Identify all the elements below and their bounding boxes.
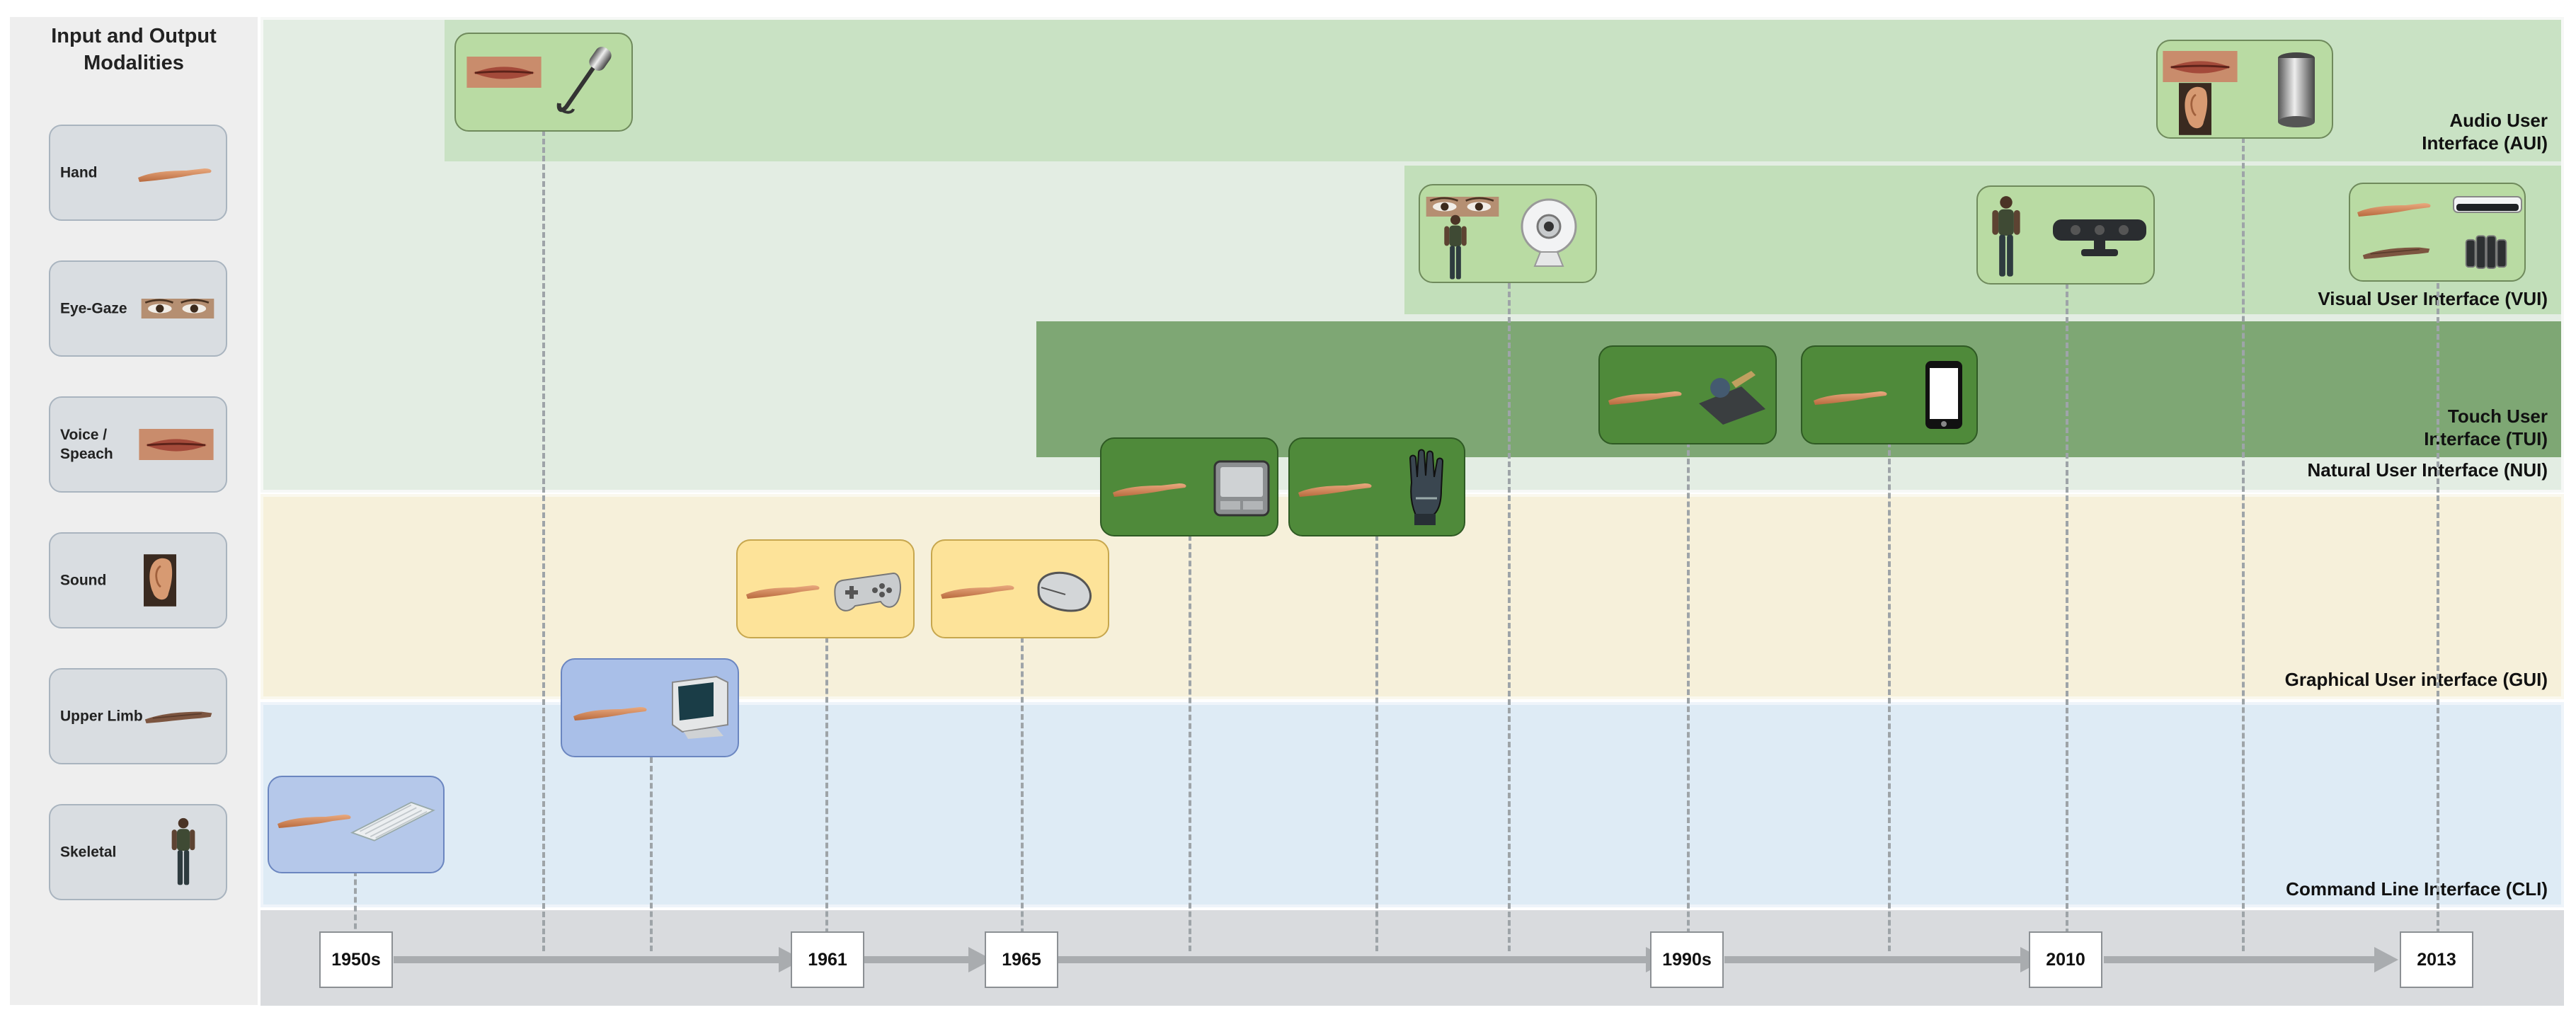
- card-tui-smartphone: [1801, 345, 1978, 444]
- guide-line: [1021, 637, 1024, 951]
- guide-line: [354, 871, 357, 955]
- card-gui-gamepad: [736, 539, 915, 638]
- leap-controller-icon: [2452, 194, 2523, 215]
- eye-icon: [141, 299, 214, 318]
- year-2010: 2010: [2029, 931, 2102, 988]
- skeleton-icon: [169, 815, 198, 889]
- modality-label: Upper Limb: [60, 708, 143, 725]
- upper-limb-icon: [144, 708, 214, 725]
- stylus-tablet-icon: [1692, 368, 1770, 425]
- card-aui-microphone: [454, 33, 633, 132]
- band-label-aui: Audio User Interface (AUI): [2422, 110, 2548, 154]
- modality-eye-gaze: Eye-Gaze: [49, 260, 227, 357]
- guide-line: [1687, 442, 1690, 951]
- guide-line: [542, 130, 545, 951]
- keyboard-icon: [345, 796, 437, 842]
- hand-icon: [939, 579, 1017, 600]
- timeline-arrow: [1058, 956, 1647, 963]
- microphone-icon: [555, 44, 619, 122]
- guide-line: [1375, 535, 1378, 951]
- hand-icon: [745, 579, 823, 600]
- guide-line: [825, 637, 828, 951]
- band-label-cli: Command Line Interface (CLI): [2286, 878, 2548, 900]
- modality-label: Sound: [60, 572, 107, 589]
- guide-line: [1508, 283, 1511, 951]
- timeline-arrow: [864, 956, 970, 963]
- upper-limb-icon: [2362, 243, 2432, 260]
- myo-armband-icon: [2463, 231, 2509, 276]
- modality-label: Hand: [60, 164, 98, 181]
- timeline-arrow: [1724, 956, 2022, 963]
- card-nui-glove: [1288, 437, 1465, 536]
- hand-icon: [1607, 385, 1685, 406]
- card-vui-webcam: [1419, 184, 1597, 283]
- modality-voice: Voice / Speach: [49, 396, 227, 493]
- hand-icon: [1111, 477, 1189, 498]
- modality-sound: Sound: [49, 532, 227, 628]
- hand-icon: [2356, 197, 2434, 218]
- webcam-icon: [1513, 195, 1584, 273]
- skeleton-icon: [1989, 194, 2023, 280]
- card-gui-monitor: [561, 658, 739, 757]
- year-1965: 1965: [985, 931, 1058, 988]
- mouth-icon: [138, 429, 214, 460]
- guide-line: [1189, 535, 1191, 951]
- card-aui-speaker: [2156, 40, 2333, 139]
- year-1990s: 1990s: [1650, 931, 1724, 988]
- guide-line: [2066, 283, 2068, 951]
- guide-line: [2242, 137, 2245, 951]
- hand-icon: [572, 701, 650, 722]
- smartphone-icon: [1923, 360, 1965, 430]
- mouth-icon: [466, 57, 542, 88]
- guide-line: [2437, 283, 2439, 951]
- arrow-head: [2374, 947, 2398, 972]
- band-label-nui: Natural User Interface (NUI): [2307, 459, 2548, 481]
- hand-icon: [276, 808, 354, 829]
- card-vui-depth-sensor: [1976, 185, 2155, 285]
- touchpad-icon: [1213, 460, 1270, 517]
- gamepad-icon: [832, 566, 903, 616]
- crt-monitor-icon: [667, 675, 731, 739]
- guide-line: [1888, 442, 1891, 951]
- smart-speaker-icon: [2275, 51, 2318, 129]
- depth-sensor-icon: [2050, 211, 2149, 260]
- year-2013: 2013: [2400, 931, 2473, 988]
- mouse-icon: [1031, 566, 1095, 616]
- modality-upper-limb: Upper Limb: [49, 668, 227, 764]
- band-label-gui: Graphical User interface (GUI): [2284, 669, 2548, 690]
- hand-icon: [1297, 477, 1375, 498]
- card-tui-stylus: [1598, 345, 1777, 444]
- modality-hand: Hand: [49, 125, 227, 221]
- band-tui: [1036, 321, 2561, 457]
- timeline-arrow: [394, 956, 780, 963]
- ear-icon: [2179, 82, 2211, 136]
- card-nui-touchpad: [1100, 437, 1278, 536]
- modality-panel: Input and Output Modalities Hand Eye-Gaz…: [10, 17, 258, 1005]
- guide-line: [650, 757, 653, 951]
- modality-label: Eye-Gaze: [60, 300, 127, 317]
- timeline-arrow: [2104, 956, 2376, 963]
- modality-skeletal: Skeletal: [49, 804, 227, 900]
- card-gui-mouse: [931, 539, 1109, 638]
- data-glove-icon: [1402, 449, 1451, 527]
- card-vui-leap-myo: [2349, 183, 2526, 282]
- card-cli-keyboard: [268, 776, 445, 873]
- year-1950s: 1950s: [319, 931, 393, 988]
- hand-icon: [1812, 385, 1890, 406]
- hand-icon: [137, 162, 214, 183]
- band-label-vui: Visual User Interface (VUI): [2318, 288, 2548, 309]
- ear-icon: [144, 553, 176, 607]
- modality-label: Skeletal: [60, 844, 117, 861]
- mouth-icon: [2162, 51, 2238, 82]
- panel-title: Input and Output Modalities: [51, 25, 217, 74]
- skeleton-icon: [1441, 214, 1470, 282]
- band-label-tui: Touch User Interface (TUI): [2424, 406, 2548, 449]
- modality-label: Voice / Speach: [60, 427, 113, 462]
- year-1961: 1961: [791, 931, 864, 988]
